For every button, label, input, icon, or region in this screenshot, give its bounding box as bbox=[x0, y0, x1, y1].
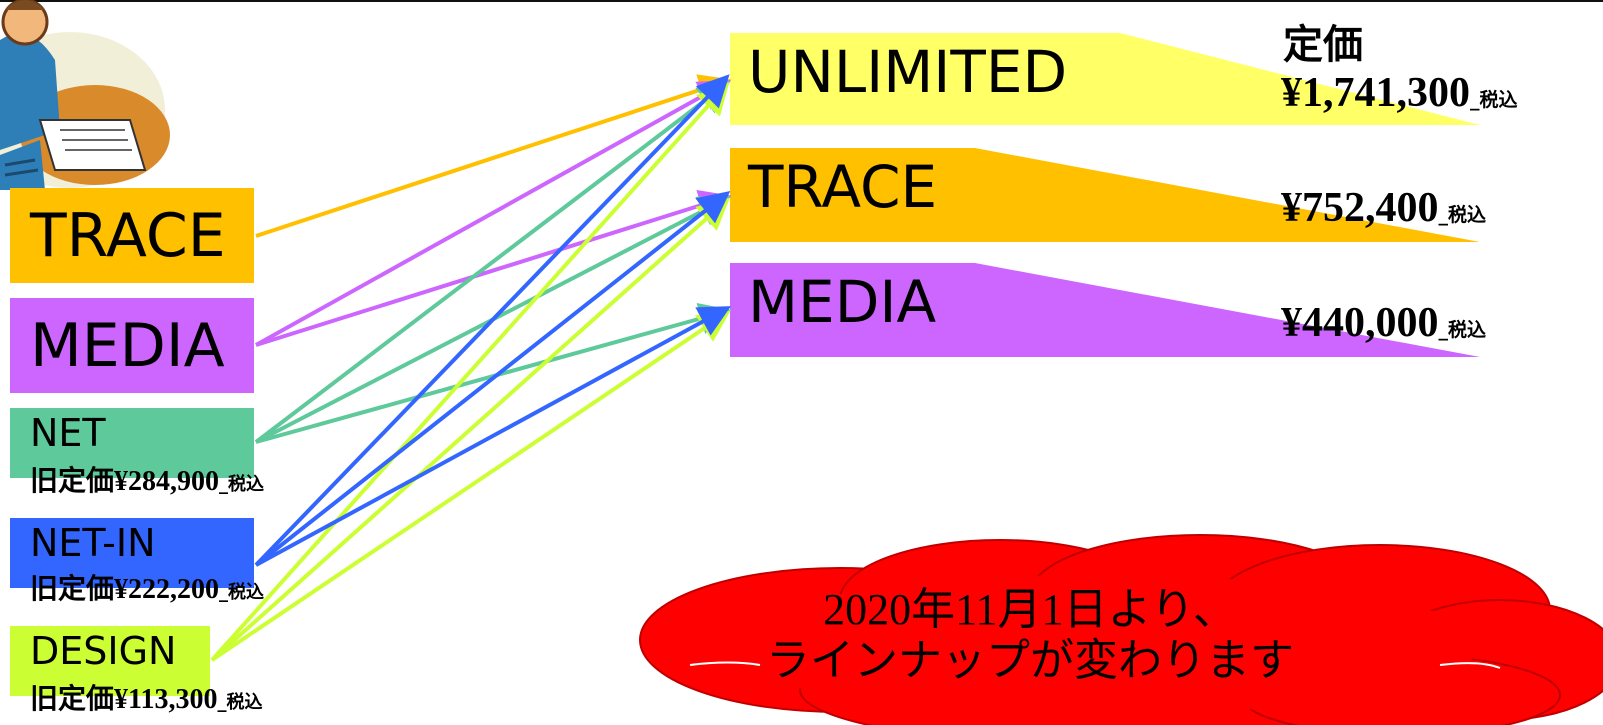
old-product-design: DESIGN bbox=[10, 626, 210, 696]
arrow-netin-to-media bbox=[255, 306, 732, 567]
arrow-design-to-media bbox=[210, 310, 731, 662]
arrow-design-to-trace bbox=[210, 197, 730, 662]
arrow-net-to-media bbox=[255, 303, 732, 444]
old-product-label: DESIGN bbox=[30, 629, 177, 673]
arrow-net-to-unlimited bbox=[254, 81, 731, 444]
price-header: 定価 bbox=[1283, 22, 1363, 68]
arrow-design-to-unlimited bbox=[210, 82, 730, 662]
arrow-netin-to-trace bbox=[254, 191, 731, 567]
announcement-text: 2020年11月1日より、 ラインナップが変わります bbox=[720, 585, 1340, 686]
arrow-trace-to-unlimited bbox=[255, 74, 732, 238]
announcement-line2: ラインナップが変わります bbox=[766, 634, 1294, 686]
new-price-trace: ¥752,400_税込 bbox=[1281, 185, 1487, 231]
reading-man-clipart-icon bbox=[0, 0, 170, 190]
old-product-label: MEDIA bbox=[30, 311, 225, 381]
old-product-label: TRACE bbox=[30, 201, 226, 271]
new-price-media: ¥440,000_税込 bbox=[1281, 300, 1487, 346]
old-product-media: MEDIA bbox=[10, 298, 254, 393]
new-price-unlimited: ¥1,741,300_税込 bbox=[1281, 70, 1518, 116]
old-price-net-in: 旧定価¥222,200_税込 bbox=[30, 572, 265, 605]
arrow-netin-to-unlimited bbox=[254, 74, 730, 567]
new-product-media-label: MEDIA bbox=[748, 268, 937, 336]
old-product-label: NET-IN bbox=[30, 521, 156, 565]
new-product-unlimited-label: UNLIMITED bbox=[748, 38, 1068, 106]
arrow-media-to-unlimited bbox=[255, 80, 731, 347]
old-product-label: NET bbox=[30, 411, 106, 455]
top-border bbox=[0, 0, 1603, 2]
old-price-net: 旧定価¥284,900_税込 bbox=[30, 464, 265, 497]
announcement-line1: 2020年11月1日より、 bbox=[823, 585, 1237, 634]
old-price-design: 旧定価¥113,300_税込 bbox=[30, 682, 263, 715]
arrow-net-to-trace bbox=[255, 196, 732, 444]
old-product-trace: TRACE bbox=[10, 188, 254, 283]
arrow-media-to-trace bbox=[255, 189, 732, 347]
new-product-trace-label: TRACE bbox=[748, 153, 938, 221]
